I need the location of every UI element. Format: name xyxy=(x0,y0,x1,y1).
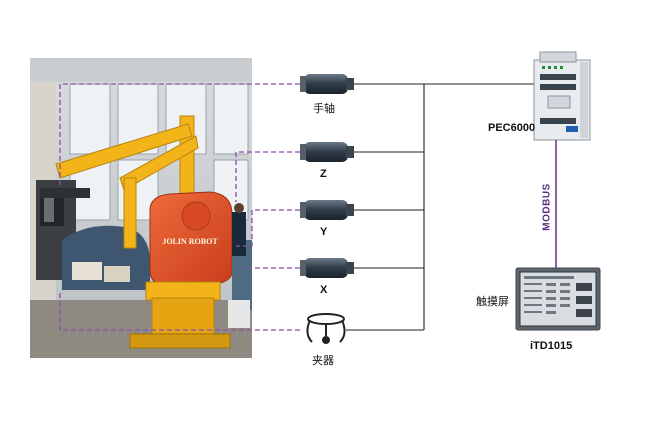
hmi-touchscreen xyxy=(515,267,601,331)
label-gripper: 夹器 xyxy=(312,355,334,367)
wires xyxy=(346,83,534,331)
pec6000-controller xyxy=(533,51,591,141)
label-hand-axis: 手轴 xyxy=(313,103,335,115)
label-controller: PEC6000 xyxy=(488,122,536,134)
label-z: Z xyxy=(320,168,327,180)
label-bus: MODBUS xyxy=(540,182,554,232)
robot-photo: JOLIN ROBOT xyxy=(30,58,252,358)
label-y: Y xyxy=(320,226,328,238)
label-touchscreen: 触摸屏 xyxy=(476,296,509,308)
label-bus-text: MODBUS xyxy=(541,183,553,231)
dashed-links xyxy=(59,83,300,331)
motor-y xyxy=(300,200,354,220)
gripper-icon xyxy=(306,313,346,344)
robot-brand-text: JOLIN ROBOT xyxy=(162,237,218,246)
motor-hand-axis xyxy=(300,74,354,94)
motor-z xyxy=(300,142,354,162)
motor-x xyxy=(300,258,354,278)
label-x: X xyxy=(320,284,328,296)
label-hmi: iTD1015 xyxy=(530,340,573,352)
